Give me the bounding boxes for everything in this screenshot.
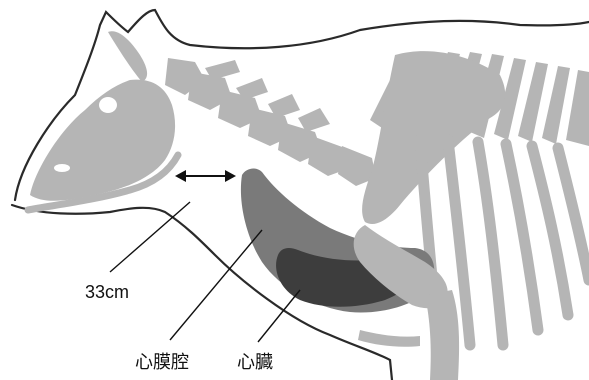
- measurement-label: 33cm: [85, 282, 129, 302]
- eye-socket: [99, 97, 117, 113]
- sternum-bone: [358, 330, 420, 347]
- cervical-vertebrae: [165, 58, 376, 186]
- skull-horn: [108, 31, 147, 82]
- measurement-leader-line: [110, 202, 190, 272]
- heart-label: 心臓: [237, 352, 273, 372]
- measurement-arrow-icon: [175, 170, 236, 182]
- foreleg-bone: [425, 290, 459, 380]
- pericardial-cavity-label: 心膜腔: [135, 352, 189, 372]
- nasal-cavity: [54, 164, 70, 172]
